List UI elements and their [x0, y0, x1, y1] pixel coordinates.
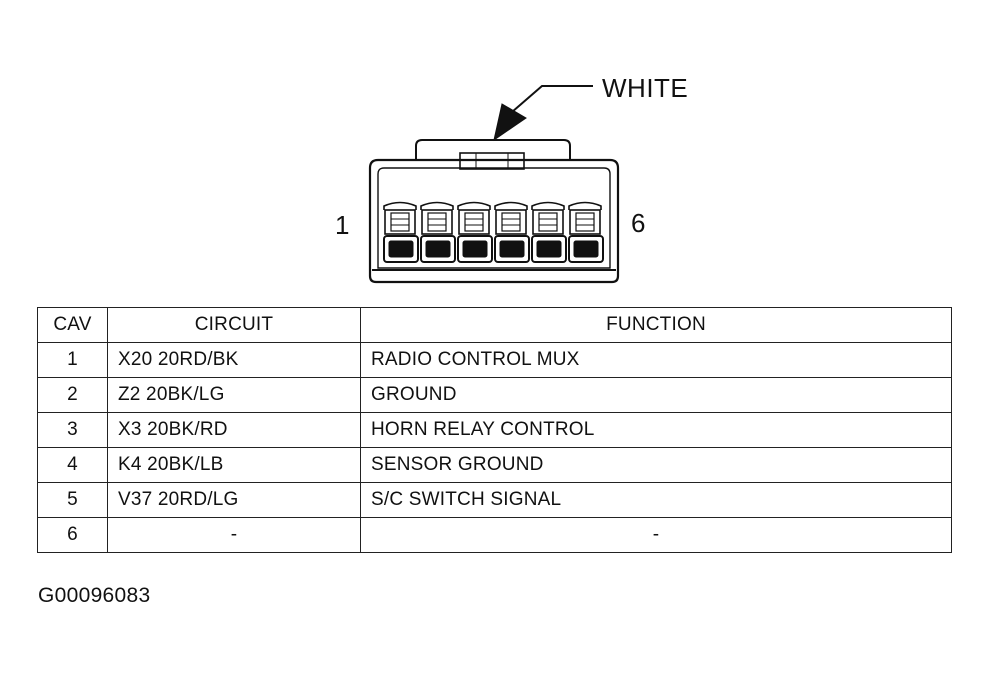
connector-diagram: WHITE 1 6	[335, 73, 688, 284]
cell-cav: 1	[37, 342, 108, 378]
table-row: 6 - -	[37, 517, 952, 553]
header-cav: CAV	[37, 307, 108, 343]
figure-id: G00096083	[38, 584, 151, 607]
cell-cav: 4	[37, 447, 108, 483]
cell-circuit: K4 20BK/LB	[107, 447, 361, 483]
cell-circuit: V37 20RD/LG	[107, 482, 361, 518]
cell-cav: 2	[37, 377, 108, 413]
table-row: 3 X3 20BK/RD HORN RELAY CONTROL	[37, 412, 952, 448]
cell-function: S/C SWITCH SIGNAL	[360, 482, 952, 518]
pin-assignment-table: CAV CIRCUIT FUNCTION 1 X20 20RD/BK RADIO…	[37, 307, 952, 553]
connector-cavity	[383, 201, 419, 263]
header-circuit: CIRCUIT	[107, 307, 361, 343]
cell-circuit: -	[107, 517, 361, 553]
cell-circuit: X20 20RD/BK	[107, 342, 361, 378]
callout-leader-line	[511, 85, 593, 113]
cell-function: SENSOR GROUND	[360, 447, 952, 483]
pin-number-first: 1	[335, 210, 349, 240]
table-header-row: CAV CIRCUIT FUNCTION	[37, 307, 952, 343]
cell-circuit: X3 20BK/RD	[107, 412, 361, 448]
cell-function: HORN RELAY CONTROL	[360, 412, 952, 448]
connector-cavity	[531, 201, 567, 263]
connector-cavity	[457, 201, 493, 263]
connector-cavity	[568, 201, 604, 263]
connector-cavities	[383, 201, 604, 263]
callout-arrowhead	[493, 103, 527, 142]
connector-cavity	[420, 201, 456, 263]
table-row: 2 Z2 20BK/LG GROUND	[37, 377, 952, 413]
connector-color-label: WHITE	[602, 73, 688, 103]
cell-cav: 3	[37, 412, 108, 448]
pin-number-last: 6	[631, 208, 645, 238]
cell-circuit: Z2 20BK/LG	[107, 377, 361, 413]
header-function: FUNCTION	[360, 307, 952, 343]
table-row: 4 K4 20BK/LB SENSOR GROUND	[37, 447, 952, 483]
cell-cav: 6	[37, 517, 108, 553]
table-row: 5 V37 20RD/LG S/C SWITCH SIGNAL	[37, 482, 952, 518]
cell-function: RADIO CONTROL MUX	[360, 342, 952, 378]
cell-function: GROUND	[360, 377, 952, 413]
cell-cav: 5	[37, 482, 108, 518]
color-callout	[493, 85, 593, 142]
table-row: 1 X20 20RD/BK RADIO CONTROL MUX	[37, 342, 952, 378]
cell-function: -	[360, 517, 952, 553]
connector-cavity	[494, 201, 530, 263]
connector-housing	[368, 139, 620, 284]
